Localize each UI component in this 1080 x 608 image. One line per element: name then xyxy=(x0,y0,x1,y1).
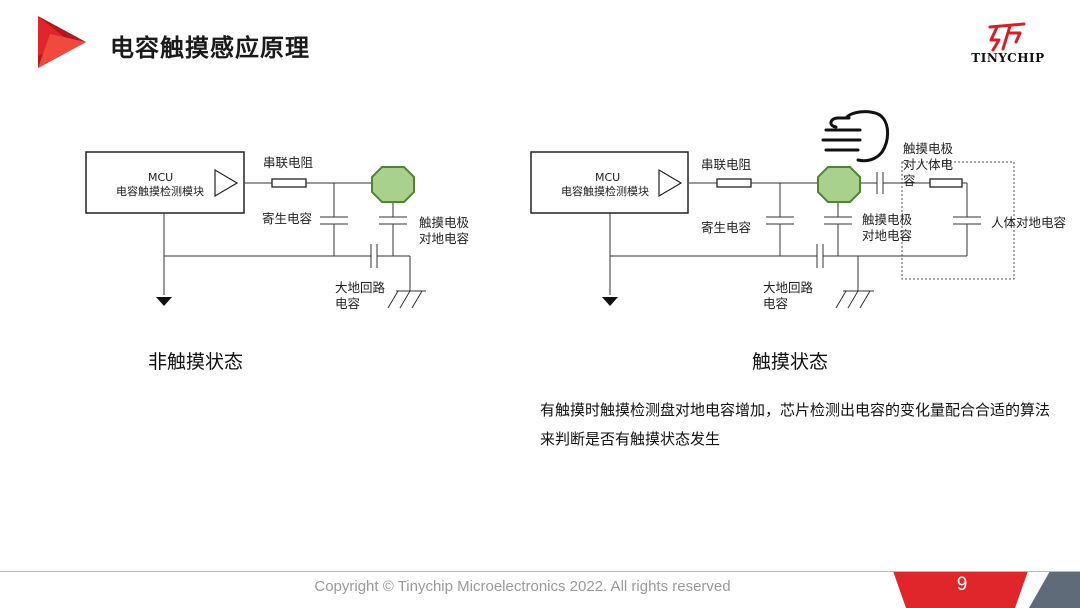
header-arrow-icon xyxy=(38,16,86,68)
right-mcu-label: MCU xyxy=(595,171,621,184)
right-electrode-cap-label-2: 对地电容 xyxy=(862,228,913,243)
footer-red-tab xyxy=(893,571,1028,608)
left-caption: 非触摸状态 xyxy=(148,351,244,373)
left-ground-arrow-icon xyxy=(156,297,172,306)
finger-touch-icon xyxy=(821,110,889,163)
left-mcu-label: MCU xyxy=(148,171,174,184)
footer-gray-stripe xyxy=(1029,571,1080,608)
left-circuit xyxy=(85,151,426,309)
page-title: 电容触摸感应原理 xyxy=(110,34,310,62)
left-ground-loop-label-2: 电容 xyxy=(335,296,361,311)
right-human-ground-cap-label: 人体对地电容 xyxy=(991,215,1067,230)
page-number: 9 xyxy=(956,574,968,595)
right-circuit xyxy=(530,151,1015,309)
right-electrode-cap-label-1: 触摸电极 xyxy=(862,212,913,227)
description-text: 有触摸时触摸检测盘对地电容增加，芯片检测出电容的变化量配合合适的算法来判断是否有… xyxy=(540,401,1051,448)
left-ground-loop-label-1: 大地回路 xyxy=(335,280,386,295)
footer-divider xyxy=(0,571,1080,572)
right-ground-arrow-icon xyxy=(602,297,618,306)
right-body-cap-label-2: 对人体电 xyxy=(903,157,954,172)
right-touch-electrode xyxy=(817,166,861,203)
right-caption: 触摸状态 xyxy=(752,351,829,373)
right-body-cap-label-1: 触摸电极 xyxy=(903,141,954,156)
right-ground-loop-label-2: 电容 xyxy=(763,296,789,311)
left-mcu-module-label: 电容触摸检测模块 xyxy=(116,185,204,198)
left-parasitic-cap-label: 寄生电容 xyxy=(262,211,313,226)
copyright-text: Copyright © Tinychip Microelectronics 20… xyxy=(314,578,731,595)
right-ground-loop-label-1: 大地回路 xyxy=(763,280,814,295)
left-touch-electrode xyxy=(371,166,415,203)
left-electrode-cap-label-1: 触摸电极 xyxy=(419,215,470,230)
right-series-resistor-label: 串联电阻 xyxy=(701,157,752,172)
right-mcu-module-label: 电容触摸检测模块 xyxy=(561,185,649,198)
tinychip-logo-icon xyxy=(988,22,1026,52)
tinychip-logo-text: TINYCHIP xyxy=(971,51,1045,65)
left-electrode-cap-label-2: 对地电容 xyxy=(419,231,470,246)
right-parasitic-cap-label: 寄生电容 xyxy=(701,220,752,235)
right-body-cap-label-3: 容 xyxy=(903,173,916,188)
left-series-resistor-label: 串联电阻 xyxy=(263,155,314,170)
